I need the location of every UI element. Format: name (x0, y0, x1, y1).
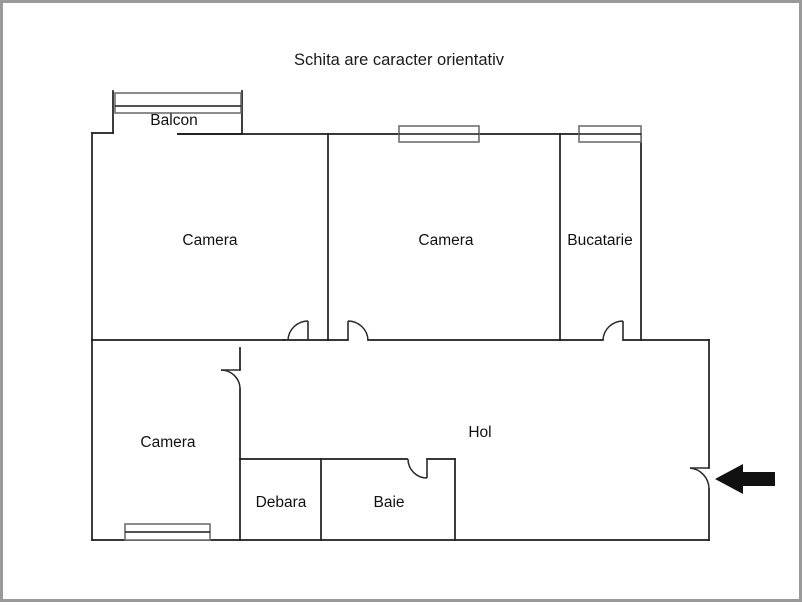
room-label-camera-bottom: Camera (140, 434, 196, 451)
window-camera-bottom (124, 523, 211, 541)
room-label-baie: Baie (373, 494, 404, 511)
door-camera-top-left (287, 320, 309, 341)
room-label-camera-top-left: Camera (182, 232, 238, 249)
window-balcony-frame (114, 92, 242, 114)
room-label-debara: Debara (256, 494, 307, 511)
entrance-arrow-group (715, 464, 775, 494)
window-bucatarie (578, 125, 642, 143)
door-baie-swing-arc (407, 458, 428, 479)
door-camera-top-mid (347, 320, 369, 341)
door-entrance-swing-arc (689, 467, 710, 490)
door-camera-top-left-swing-arc (287, 320, 309, 341)
room-label-bucatarie: Bucatarie (567, 232, 632, 249)
door-camera-top-mid-swing-arc (347, 320, 369, 341)
door-camera-bottom-swing-arc (220, 369, 241, 390)
windows-group (114, 92, 642, 541)
page-title: Schita are caracter orientativ (294, 51, 505, 69)
door-entrance (689, 467, 710, 490)
walls-group (91, 90, 710, 541)
window-balcony (114, 92, 242, 114)
door-camera-bottom (220, 369, 241, 390)
entrance-direction-arrow (715, 464, 775, 494)
door-bucatarie (602, 320, 624, 341)
doors-group (220, 320, 710, 490)
room-label-camera-top-mid: Camera (418, 232, 474, 249)
door-baie (407, 458, 428, 479)
room-label-hol: Hol (468, 424, 491, 441)
room-label-balcon: Balcon (150, 112, 197, 129)
door-bucatarie-swing-arc (602, 320, 624, 341)
window-camera-top-mid (398, 125, 480, 143)
